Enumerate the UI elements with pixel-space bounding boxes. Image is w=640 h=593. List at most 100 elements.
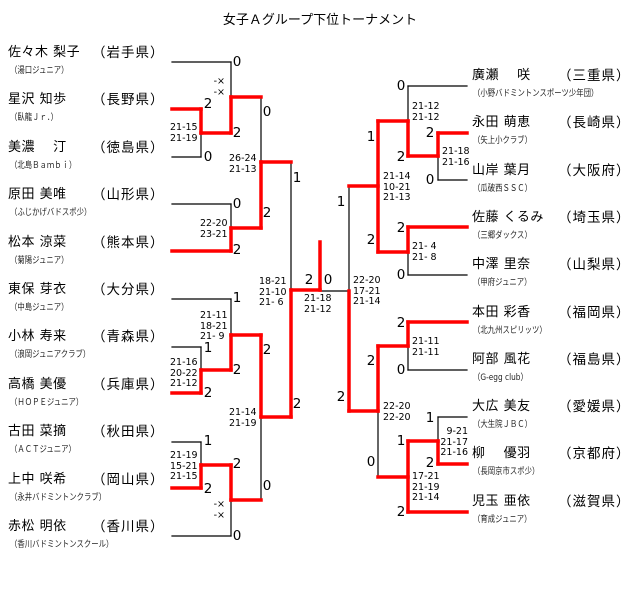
game-count: 2 [232, 242, 242, 258]
player-prefecture: （山形県） [92, 187, 165, 204]
player-name: 原田 美唯 [8, 187, 67, 203]
match-score: 21-11 21-11 [412, 336, 440, 358]
final-game-count: 0 [323, 272, 333, 288]
game-count: 2 [366, 353, 376, 369]
player-prefecture: （長崎県） [558, 115, 631, 132]
game-count: 1 [292, 170, 302, 186]
player-name: 永田 萌恵 [472, 115, 531, 131]
player-club: （浪岡ジュニアクラブ） [10, 350, 91, 361]
game-count: 0 [396, 267, 406, 283]
match-score: 21-14 10-21 21-13 [383, 171, 411, 203]
match-score: 21-11 18-21 21- 9 [200, 310, 228, 342]
player-name: 大広 美友 [472, 399, 531, 415]
game-count: 2 [232, 125, 242, 141]
player-name: 高橋 美優 [8, 376, 67, 392]
player-name: 東保 芽衣 [8, 282, 67, 297]
player-club: （三郷ダックス） [473, 230, 532, 241]
player-name: 赤松 明依 [8, 519, 67, 534]
final-game-count: 2 [304, 272, 314, 288]
match-score: 21-19 15-21 21-15 [170, 450, 198, 482]
player-name: 柳 優羽 [472, 446, 531, 462]
player-prefecture: （滋賀県） [558, 493, 631, 510]
player-club: （臥龍Ｊｒ．） [10, 113, 58, 124]
game-count: 2 [425, 455, 435, 471]
player-name: 本田 彩香 [472, 304, 531, 320]
match-score: 9-21 21-17 21-16 [440, 426, 468, 458]
player-prefecture: （三重県） [558, 68, 631, 84]
game-count: 2 [262, 205, 272, 221]
player-club: （甲府ジュニア） [473, 278, 532, 289]
player-prefecture: （京都府） [558, 446, 631, 463]
match-score: -× -× [213, 76, 225, 98]
player-club: （長岡京市スポ少） [473, 467, 540, 478]
player-name: 星沢 知歩 [8, 92, 67, 108]
game-count: 0 [425, 172, 435, 188]
game-count: 1 [425, 410, 435, 426]
player-prefecture: （秋田県） [92, 424, 165, 441]
game-count: 2 [203, 385, 213, 401]
game-count: 0 [262, 104, 272, 120]
player-club: （小野バドミントンスポーツ少年団） [473, 89, 599, 99]
player-prefecture: （愛媛県） [558, 399, 631, 416]
match-score: 21- 4 21- 8 [412, 241, 437, 263]
player-club: （北九州スピリッツ） [473, 325, 547, 336]
player-name: 児玉 亜依 [472, 493, 531, 509]
player-prefecture: （福岡県） [558, 304, 631, 321]
player-name: 廣瀬 咲 [472, 68, 531, 83]
game-count: 2 [396, 149, 406, 165]
player-club: （G-egg club） [473, 372, 528, 383]
game-count: 1 [396, 433, 406, 449]
player-prefecture: （埼玉県） [558, 209, 631, 226]
game-count: 1 [203, 433, 213, 449]
player-name: 佐藤 くるみ [472, 209, 544, 225]
player-name: 松本 涼菜 [8, 234, 67, 250]
player-club: （中島ジュニア） [10, 303, 69, 313]
game-count: 1 [366, 129, 376, 145]
game-count: 2 [366, 232, 376, 248]
player-name: 山岸 葉月 [472, 162, 531, 178]
match-score: 21-15 21-19 [170, 122, 198, 144]
game-count: 0 [396, 78, 406, 94]
game-count: 1 [203, 340, 213, 356]
player-prefecture: （山梨県） [558, 257, 631, 274]
player-prefecture: （大分県） [92, 282, 165, 298]
player-prefecture: （徳島県） [92, 139, 165, 156]
game-count: 2 [396, 504, 406, 520]
game-count: 0 [232, 528, 242, 544]
game-count: 2 [232, 362, 242, 378]
player-name: 上中 咲希 [8, 471, 67, 487]
match-score: 21-16 20-22 21-12 [170, 357, 198, 389]
player-club: （菊陽ジュニア） [10, 255, 69, 266]
player-club: （ふじかげバドスポ少） [10, 208, 92, 219]
game-count: 1 [232, 290, 242, 306]
tournament-title: 女子Ａグループ下位トーナメント [222, 13, 418, 28]
game-count: 0 [232, 54, 242, 70]
game-count: 0 [262, 478, 272, 494]
final-match-score: 21-18 21-12 [304, 293, 332, 315]
player-prefecture: （香川県） [92, 519, 165, 535]
player-prefecture: （熊本県） [92, 234, 165, 251]
match-score: 21-18 21-16 [442, 146, 470, 168]
game-count: 2 [336, 389, 346, 405]
player-club: （瓜破西ＳＳＣ） [473, 183, 533, 194]
match-score: 18-21 21-10 21- 6 [259, 276, 287, 308]
match-score: 17-21 21-19 21-14 [412, 471, 440, 503]
player-club: （大生院ＪＢＣ） [473, 420, 533, 431]
player-name: 古田 菜摘 [8, 424, 67, 440]
player-prefecture: （兵庫県） [92, 376, 165, 393]
game-count: 0 [366, 454, 376, 470]
player-prefecture: （岡山県） [92, 471, 165, 488]
player-name: 中澤 里奈 [472, 257, 531, 273]
player-club: （ＨＯＰＥジュニア） [10, 397, 84, 408]
player-club: （香川バドミントンスクール） [10, 540, 114, 550]
game-count: 2 [262, 342, 272, 358]
game-count: 2 [292, 396, 302, 412]
player-prefecture: （福島県） [558, 351, 631, 368]
match-score: -× -× [213, 499, 225, 521]
player-club: （北島Ｂａｍｂｉ） [10, 160, 77, 171]
game-count: 2 [232, 456, 242, 472]
game-count: 2 [396, 220, 406, 236]
game-count: 2 [203, 481, 213, 497]
player-prefecture: （青森県） [92, 329, 165, 346]
